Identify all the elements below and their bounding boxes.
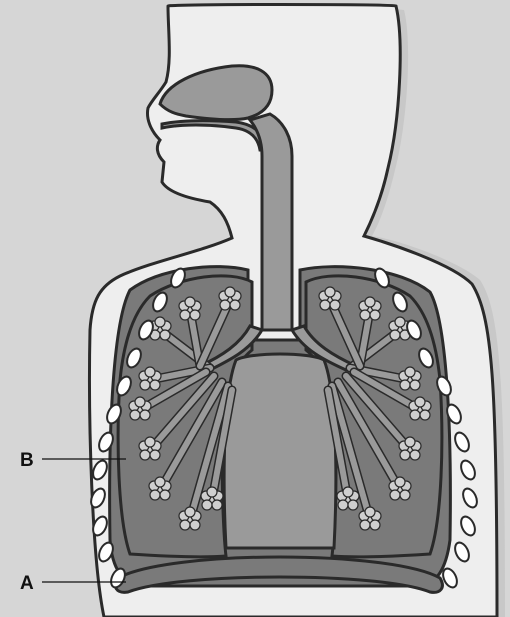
alveolus — [395, 317, 405, 327]
alveolus — [225, 287, 235, 297]
alveolus — [212, 500, 222, 510]
alveolus — [338, 500, 348, 510]
alveolus — [160, 330, 170, 340]
alveolus — [155, 317, 165, 327]
alveolus — [140, 380, 150, 390]
alveolus — [185, 297, 195, 307]
alveolus — [400, 450, 410, 460]
alveolus — [320, 300, 330, 310]
alveolus — [145, 437, 155, 447]
alveolus — [145, 367, 155, 377]
alveolus — [370, 310, 380, 320]
alveolus — [220, 300, 230, 310]
alveolus — [190, 310, 200, 320]
alveolus — [410, 380, 420, 390]
alveolus — [202, 500, 212, 510]
alveolus — [343, 487, 353, 497]
alveolus — [365, 507, 375, 517]
alveolus — [390, 330, 400, 340]
alveolus — [190, 520, 200, 530]
alveolus — [400, 490, 410, 500]
alveolus — [400, 380, 410, 390]
alveolus — [150, 380, 160, 390]
alveolus — [325, 287, 335, 297]
alveolus — [365, 297, 375, 307]
alveolus — [150, 490, 160, 500]
alveolus — [360, 310, 370, 320]
alveolus — [405, 367, 415, 377]
alveolus — [360, 520, 370, 530]
alveolus — [415, 397, 425, 407]
alveolus — [180, 310, 190, 320]
alveolus — [330, 300, 340, 310]
alveolus — [150, 450, 160, 460]
alveolus — [207, 487, 217, 497]
alveolus — [160, 490, 170, 500]
mediastinum — [224, 354, 336, 548]
alveolus — [410, 450, 420, 460]
alveolus — [410, 410, 420, 420]
alveolus — [348, 500, 358, 510]
alveolus — [140, 450, 150, 460]
alveolus — [130, 410, 140, 420]
alveolus — [395, 477, 405, 487]
alveolus — [135, 397, 145, 407]
alveolus — [420, 410, 430, 420]
alveolus — [230, 300, 240, 310]
alveolus — [405, 437, 415, 447]
label-b: B — [20, 450, 34, 471]
alveolus — [185, 507, 195, 517]
alveolus — [140, 410, 150, 420]
alveolus — [390, 490, 400, 500]
alveolus — [180, 520, 190, 530]
label-a: A — [20, 573, 34, 594]
alveolus — [155, 477, 165, 487]
alveolus — [370, 520, 380, 530]
